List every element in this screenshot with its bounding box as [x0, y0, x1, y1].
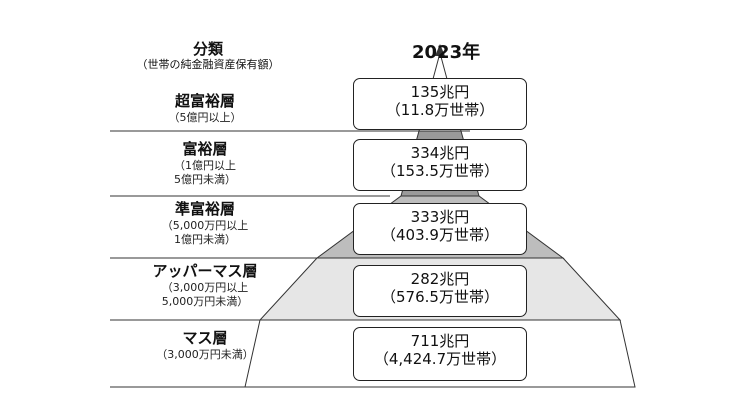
tier-value-box-3: 333兆円 （403.9万世帯） — [353, 203, 527, 255]
tier-amount: 711兆円 — [410, 332, 470, 350]
tier-range-line2: 5億円未満） — [174, 173, 236, 186]
tier-range: （5億円以上） — [168, 111, 242, 124]
tier-name: 富裕層 — [182, 140, 228, 158]
tier-amount: 282兆円 — [410, 270, 470, 288]
tier-amount: 333兆円 — [410, 208, 470, 226]
tier-range: （3,000万円未満） — [156, 348, 254, 361]
tier-households: （576.5万世帯） — [381, 288, 499, 306]
tier-amount: 135兆円 — [410, 83, 470, 101]
tier-range-line2: 1億円未満） — [174, 233, 236, 246]
tier-name: 準富裕層 — [174, 200, 235, 218]
tier-households: （403.9万世帯） — [381, 226, 499, 244]
category-subtitle: （世帯の純金融資産保有額） — [136, 58, 280, 71]
arrow-up-icon — [435, 44, 445, 56]
tier-range-line1: （3,000万円以上 — [161, 281, 249, 294]
tier-label-2: 富裕層 （1億円以上 5億円未満） — [125, 140, 285, 187]
tier-value-box-2: 334兆円 （153.5万世帯） — [353, 139, 527, 191]
tier-value-box-1: 135兆円 （11.8万世帯） — [353, 78, 527, 130]
tier-label-3: 準富裕層 （5,000万円以上 1億円未満） — [125, 200, 285, 247]
tier-households: （4,424.7万世帯） — [373, 350, 507, 368]
category-title: 分類 — [192, 40, 223, 58]
tier-name: アッパーマス層 — [152, 262, 258, 280]
tier-range-line2: 5,000万円未満） — [161, 295, 249, 308]
tier-amount: 334兆円 — [410, 144, 470, 162]
tier-households: （153.5万世帯） — [381, 162, 499, 180]
tier-households: （11.8万世帯） — [385, 101, 495, 119]
tier-name: 超富裕層 — [174, 92, 235, 110]
year-label: 2023年 — [412, 42, 481, 63]
tier-name: マス層 — [182, 329, 228, 347]
category-header: 分類 （世帯の純金融資産保有額） — [108, 40, 308, 72]
tier-range-line1: （5,000万円以上 — [161, 219, 249, 232]
tier-label-5: マス層 （3,000万円未満） — [125, 329, 285, 362]
tier-label-1: 超富裕層 （5億円以上） — [125, 92, 285, 125]
tier-value-box-5: 711兆円 （4,424.7万世帯） — [353, 327, 527, 381]
tier-label-4: アッパーマス層 （3,000万円以上 5,000万円未満） — [125, 262, 285, 309]
tier-value-box-4: 282兆円 （576.5万世帯） — [353, 265, 527, 317]
tier-range-line1: （1億円以上 — [174, 159, 236, 172]
